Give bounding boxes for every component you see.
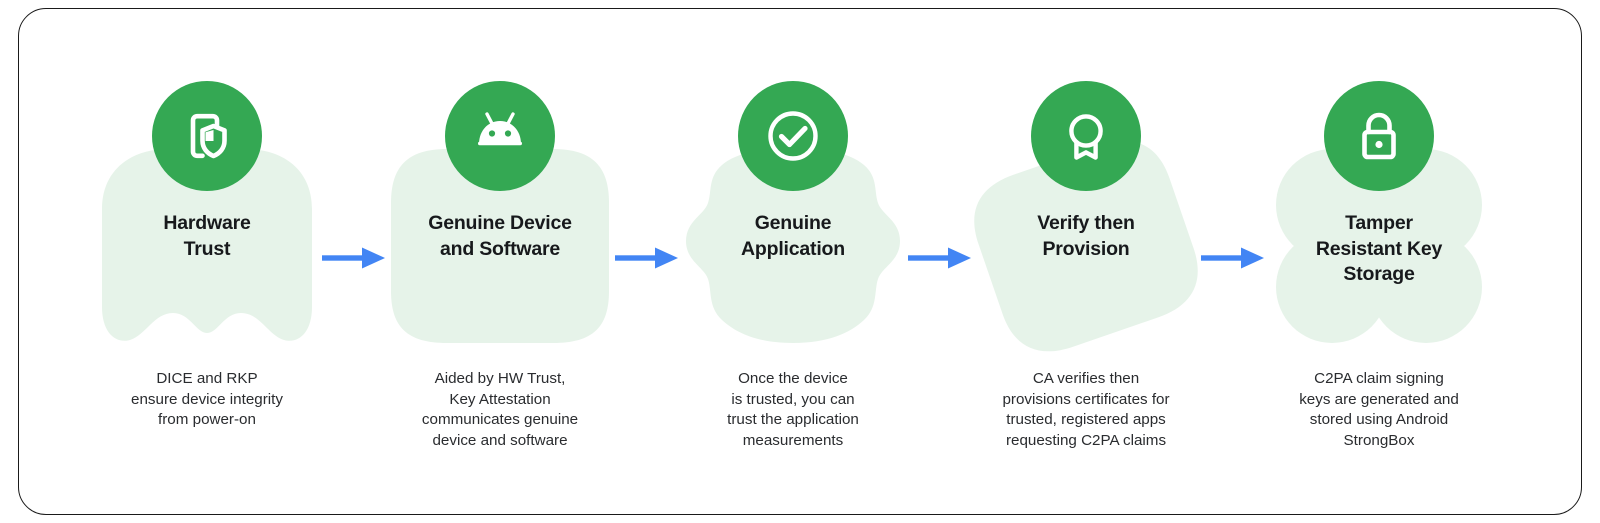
blob-ghost	[92, 147, 322, 345]
device-shield-icon	[179, 108, 235, 164]
arrow-1-icon	[322, 246, 386, 270]
blob-squircle	[385, 147, 615, 345]
blob-tilted	[971, 140, 1201, 352]
android-robot-icon	[470, 106, 530, 166]
arrow-4-icon	[1201, 246, 1265, 270]
blob-wavy	[678, 147, 908, 345]
icon-badge-device-shield	[152, 81, 262, 191]
icon-badge-award-ribbon	[1031, 81, 1141, 191]
padlock-icon	[1352, 109, 1406, 163]
icon-badge-check-circle	[738, 81, 848, 191]
icon-badge-android-robot	[445, 81, 555, 191]
check-circle-icon	[764, 107, 822, 165]
arrow-2-icon	[615, 246, 679, 270]
arrow-3-icon	[908, 246, 972, 270]
award-ribbon-icon	[1058, 108, 1114, 164]
icon-badge-padlock	[1324, 81, 1434, 191]
